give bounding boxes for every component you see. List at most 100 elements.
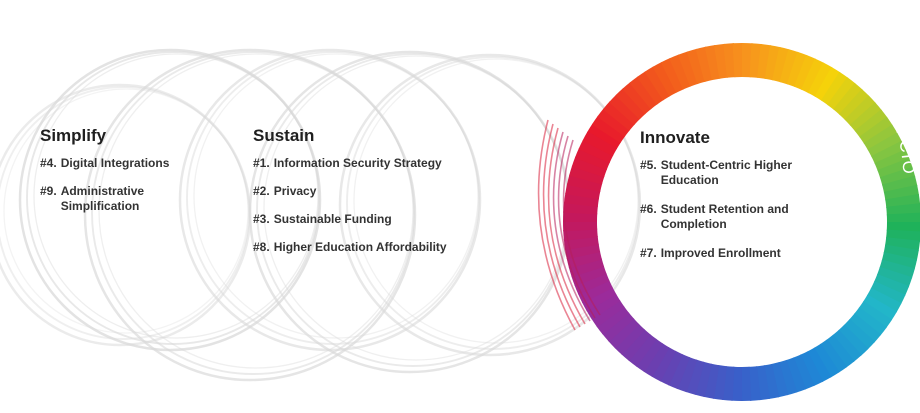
- ring-segment: [596, 306, 630, 335]
- item-text: Student Retention and Completion: [660, 202, 789, 231]
- faint-ring: [3, 88, 249, 334]
- item-number: #3.: [253, 212, 270, 226]
- ring-segment: [854, 109, 888, 138]
- brush-streak: [542, 123, 581, 328]
- ring-segment: [651, 346, 677, 382]
- ring-segment: [849, 102, 882, 132]
- ring-segment: [764, 45, 781, 81]
- innovate-color-ring: [537, 42, 920, 402]
- ring-segment: [563, 228, 598, 241]
- list-item: #7. Improved Enrollment: [640, 246, 850, 261]
- ring-segment: [877, 157, 913, 179]
- faint-ring: [338, 53, 642, 357]
- ring-segment: [800, 58, 825, 94]
- ring-segment: [669, 54, 692, 90]
- list-item: #9. Administrative Simplification: [40, 184, 190, 214]
- ring-segment: [695, 46, 714, 82]
- ring-segment: [677, 51, 699, 87]
- ring-segment: [635, 338, 664, 373]
- ring-segment: [873, 273, 910, 297]
- ring-segment: [659, 350, 684, 386]
- ring-segment: [859, 116, 893, 145]
- ring-segment: [621, 328, 651, 362]
- ring-segment: [571, 265, 607, 287]
- ring-segment: [832, 329, 862, 362]
- ring-segment: [582, 131, 618, 157]
- ring-segment: [843, 318, 876, 350]
- ring-segment: [586, 293, 621, 320]
- ring-segment: [858, 300, 893, 329]
- ring-segment: [871, 140, 907, 165]
- ring-segment: [867, 132, 903, 158]
- ring-segment: [862, 294, 898, 321]
- ring-segment: [566, 174, 603, 192]
- ring-segment: [792, 354, 815, 390]
- ring-segment: [844, 95, 876, 126]
- item-number: #8.: [253, 240, 270, 254]
- list-item: #2. Privacy: [253, 184, 523, 199]
- ring-segment: [565, 183, 601, 200]
- faint-ring: [83, 48, 417, 382]
- brush-streak: [547, 127, 586, 325]
- ring-segment: [563, 192, 599, 207]
- item-text: Student-Centric Higher Education: [660, 158, 793, 187]
- item-number: #9.: [40, 184, 57, 198]
- item-number: #6.: [640, 202, 657, 216]
- ring-segment: [863, 124, 898, 151]
- ring-segment: [643, 342, 670, 378]
- ring-segment: [694, 361, 712, 398]
- ring-segment: [676, 356, 698, 393]
- ring-segment: [807, 62, 833, 98]
- ring-segment: [591, 299, 625, 328]
- faint-ring: [193, 53, 479, 339]
- ring-segment: [748, 366, 761, 401]
- item-number: #1.: [253, 156, 270, 170]
- ring-segment: [703, 363, 720, 399]
- ring-segment: [876, 266, 913, 288]
- simplify-column: Simplify #4. Digital Integrations #9. Ad…: [40, 126, 230, 227]
- ring-segment: [866, 287, 902, 313]
- ring-segment: [577, 279, 613, 304]
- list-item: #3. Sustainable Funding: [253, 212, 523, 227]
- ring-segment: [614, 323, 646, 356]
- ring-segment: [749, 43, 763, 78]
- ring-segment: [568, 258, 605, 278]
- ring-segment: [608, 318, 640, 349]
- ring-segment: [578, 139, 614, 164]
- item-text: Administrative Simplification: [60, 184, 145, 213]
- ring-segment: [660, 57, 685, 93]
- ring-segment: [853, 307, 887, 336]
- faint-ring: [0, 86, 250, 340]
- ring-segment: [602, 312, 635, 342]
- ring-segment: [785, 357, 807, 393]
- ring-segment: [602, 101, 636, 131]
- ring-segment: [874, 149, 910, 172]
- ring-segment: [714, 43, 729, 79]
- ring-segment: [770, 362, 789, 398]
- faint-ring: [91, 51, 415, 375]
- ring-segment: [826, 334, 855, 368]
- item-text: Improved Enrollment: [660, 246, 781, 260]
- item-number: #7.: [640, 246, 657, 260]
- ring-segment: [563, 201, 598, 215]
- ring-segment: [571, 156, 608, 178]
- ring-segment: [721, 366, 735, 401]
- simplify-heading: Simplify: [40, 126, 107, 145]
- item-text: Sustainable Funding: [273, 212, 392, 226]
- ring-segment: [723, 43, 736, 78]
- ring-segment: [833, 82, 863, 116]
- ring-segment: [879, 259, 915, 279]
- ring-segment: [772, 46, 790, 83]
- ring-segment: [886, 229, 920, 243]
- ring-segment: [793, 54, 817, 91]
- ring-segment: [563, 235, 599, 250]
- ring-segment: [685, 359, 705, 395]
- item-text: Information Security Strategy: [273, 156, 442, 170]
- ring-segment: [883, 184, 920, 201]
- ring-segment: [615, 88, 646, 120]
- brush-streak: [552, 131, 591, 322]
- ring-segment: [652, 61, 678, 97]
- ring-segment: [786, 51, 808, 88]
- innovate-column: Innovate #5. Student-Centric Higher Educ…: [640, 128, 850, 275]
